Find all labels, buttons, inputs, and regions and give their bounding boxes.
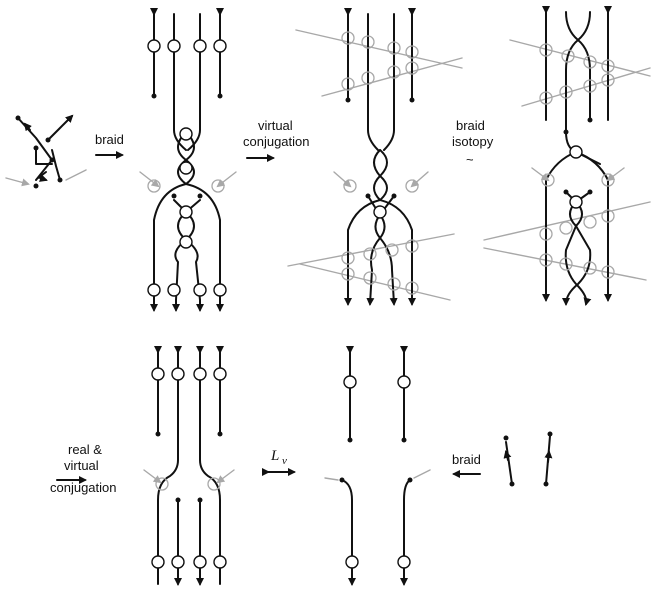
label-conjugation-bottom: conjugation — [50, 480, 117, 495]
arrow-real-virtual-conjugation: real & virtual conjugation — [50, 442, 117, 495]
panel-virtual-conjugation — [287, 8, 463, 306]
label-tilde: ~ — [466, 152, 474, 167]
panel-initial-diagram — [5, 114, 87, 189]
arrow-braid-bottom: braid — [452, 452, 481, 478]
label-braid-bottom: braid — [452, 452, 481, 467]
label-isotopy: isotopy — [452, 134, 494, 149]
label-real-amp: real & — [68, 442, 102, 457]
arrow-virtual-conjugation: virtual conjugation — [243, 118, 310, 162]
label-lv: L — [270, 448, 279, 464]
panel-braid-isotopy — [483, 6, 651, 306]
panel-lv-result — [324, 346, 431, 586]
label-braid-top: braid — [95, 132, 124, 147]
label-virtual-top: virtual — [258, 118, 293, 133]
label-conjugation-top: conjugation — [243, 134, 310, 149]
arrow-braid-top: braid — [95, 132, 124, 159]
panel-braid — [139, 8, 237, 312]
label-virtual-bottom: virtual — [64, 458, 99, 473]
arrow-lv: L v — [262, 448, 296, 476]
arrow-braid-isotopy: braid isotopy ~ — [452, 118, 494, 167]
panel-final — [503, 431, 553, 487]
panel-real-virtual-conjugation — [143, 346, 235, 586]
label-braid-isotopy: braid — [456, 118, 485, 133]
label-lv-sub: v — [282, 455, 287, 467]
